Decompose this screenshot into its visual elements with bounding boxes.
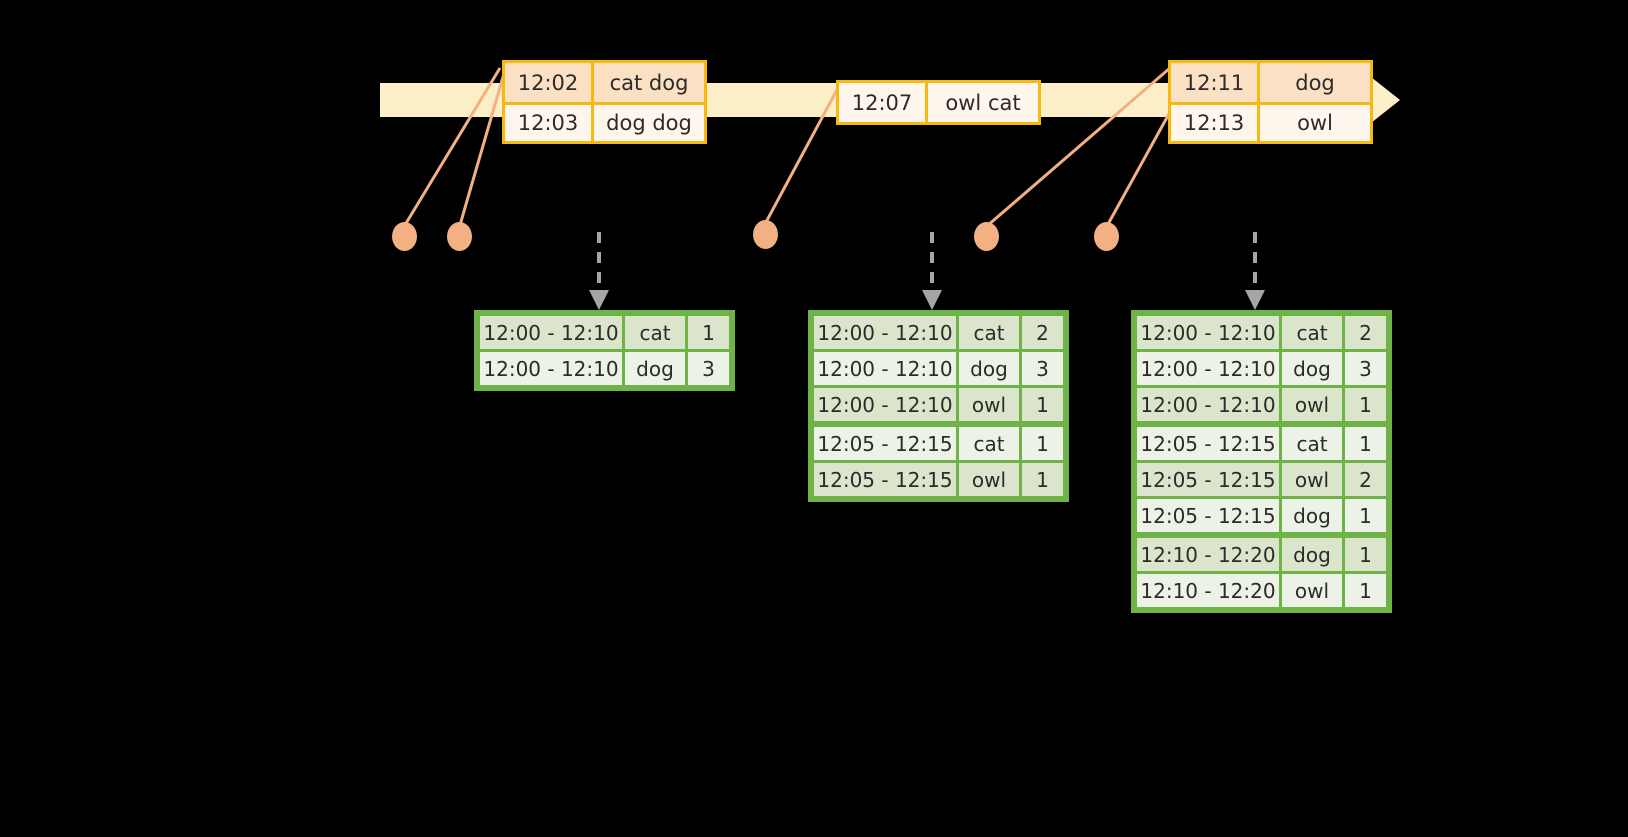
connector-5: [1105, 111, 1172, 227]
word-dot-owl-1213: [1094, 222, 1119, 251]
cell-word: cat: [1282, 316, 1342, 349]
event-time: 12:07: [839, 83, 925, 122]
event-words: owl cat: [925, 83, 1038, 122]
event-words: cat dog: [591, 63, 704, 102]
event-words: owl: [1257, 105, 1370, 141]
event-words: dog: [1257, 63, 1370, 102]
cell-window: 12:00 - 12:10: [1137, 316, 1279, 349]
cell-window: 12:10 - 12:20: [1137, 574, 1279, 607]
cell-word: dog: [959, 352, 1019, 385]
cell-window: 12:10 - 12:20: [1137, 538, 1279, 571]
cell-count: 1: [688, 316, 729, 349]
cell-word: dog: [1282, 352, 1342, 385]
word-dot-dog-1211: [974, 222, 999, 251]
cell-window: 12:05 - 12:15: [814, 427, 956, 460]
cell-count: 2: [1345, 316, 1386, 349]
word-dot-dog-1202: [447, 222, 472, 251]
cell-window: 12:05 - 12:15: [1137, 499, 1279, 532]
dashed-arrow-to-table-3: [1241, 232, 1269, 314]
cell-window: 12:00 - 12:10: [814, 316, 956, 349]
cell-count: 1: [1022, 463, 1063, 496]
cell-word: owl: [959, 388, 1019, 421]
cell-count: 1: [1345, 388, 1386, 421]
event-time: 12:03: [505, 105, 591, 141]
cell-word: dog: [625, 352, 685, 385]
cell-window: 12:05 - 12:15: [814, 463, 956, 496]
cell-word: cat: [625, 316, 685, 349]
word-dot-owl-1207: [753, 220, 778, 249]
cell-window: 12:00 - 12:10: [1137, 388, 1279, 421]
cell-word: cat: [1282, 427, 1342, 460]
cell-count: 2: [1345, 463, 1386, 496]
cell-word: owl: [959, 463, 1019, 496]
cell-window: 12:00 - 12:10: [1137, 352, 1279, 385]
cell-word: dog: [1282, 538, 1342, 571]
cell-window: 12:00 - 12:10: [480, 316, 622, 349]
cell-word: owl: [1282, 388, 1342, 421]
cell-count: 1: [1345, 427, 1386, 460]
dashed-arrow-glyph: [922, 232, 942, 310]
cell-word: cat: [959, 316, 1019, 349]
event-time: 12:02: [505, 63, 591, 102]
event-time: 12:11: [1171, 63, 1257, 102]
dashed-arrow-to-table-1: [585, 232, 613, 314]
cell-word: owl: [1282, 463, 1342, 496]
cell-word: cat: [959, 427, 1019, 460]
cell-word: owl: [1282, 574, 1342, 607]
cell-window: 12:00 - 12:10: [814, 388, 956, 421]
cell-window: 12:00 - 12:10: [814, 352, 956, 385]
cell-count: 3: [1345, 352, 1386, 385]
event-time: 12:13: [1171, 105, 1257, 141]
cell-count: 3: [1022, 352, 1063, 385]
cell-count: 1: [1345, 574, 1386, 607]
cell-count: 2: [1022, 316, 1063, 349]
dashed-arrow-glyph: [589, 232, 609, 310]
cell-window: 12:05 - 12:15: [1137, 427, 1279, 460]
event-words: dog dog: [591, 105, 704, 141]
word-dot-cat-1202: [392, 222, 417, 251]
dashed-arrow-to-table-2: [918, 232, 946, 314]
cell-count: 1: [1345, 499, 1386, 532]
cell-count: 1: [1022, 388, 1063, 421]
cell-count: 3: [688, 352, 729, 385]
cell-count: 1: [1022, 427, 1063, 460]
cell-count: 1: [1345, 538, 1386, 571]
dashed-arrow-glyph: [1245, 232, 1265, 310]
cell-window: 12:05 - 12:15: [1137, 463, 1279, 496]
cell-window: 12:00 - 12:10: [480, 352, 622, 385]
cell-word: dog: [1282, 499, 1342, 532]
